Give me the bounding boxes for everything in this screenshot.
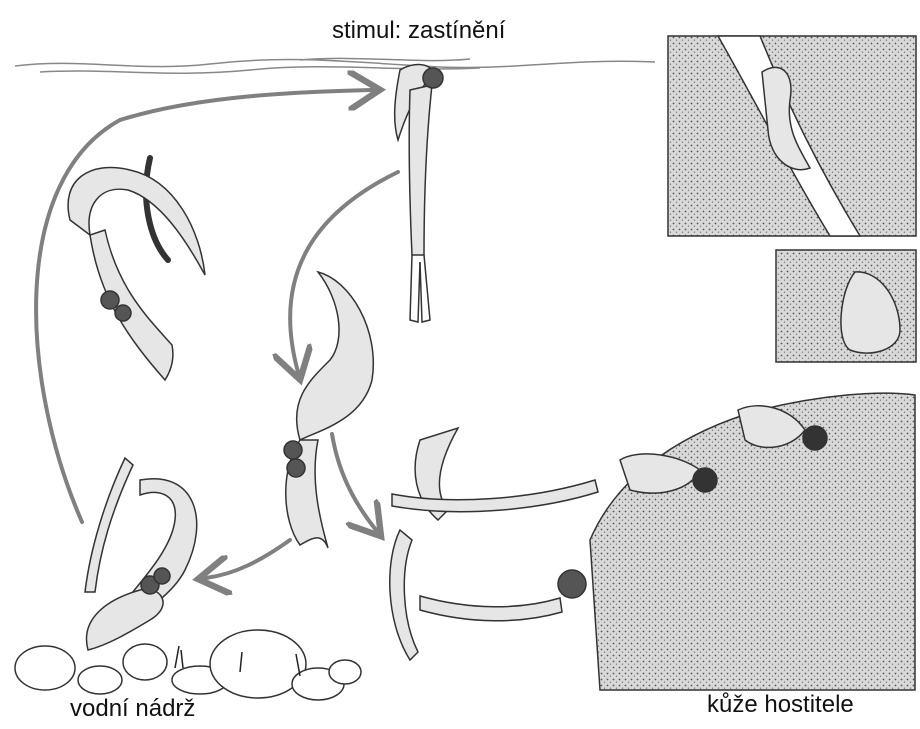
skin-inset-middle: [776, 250, 916, 362]
arrow-to-surface: [36, 90, 372, 522]
host-skin-tissue: [590, 393, 915, 690]
water-bottom-stones: [15, 630, 361, 700]
arrow-to-host: [332, 434, 376, 530]
arrow-to-bottom: [206, 540, 290, 578]
water-surface: [15, 58, 655, 73]
cercaria-swimming-left: [68, 158, 205, 380]
label-stimulus: stimul: zastínění: [332, 17, 506, 44]
cercaria-penetrating: [390, 428, 598, 660]
label-host-skin: kůže hostitele: [707, 691, 854, 718]
skin-inset-top: [668, 36, 916, 236]
cercaria-bottom: [85, 458, 197, 650]
cercaria-surface: [395, 65, 443, 322]
label-water-body: vodní nádrž: [70, 695, 195, 722]
